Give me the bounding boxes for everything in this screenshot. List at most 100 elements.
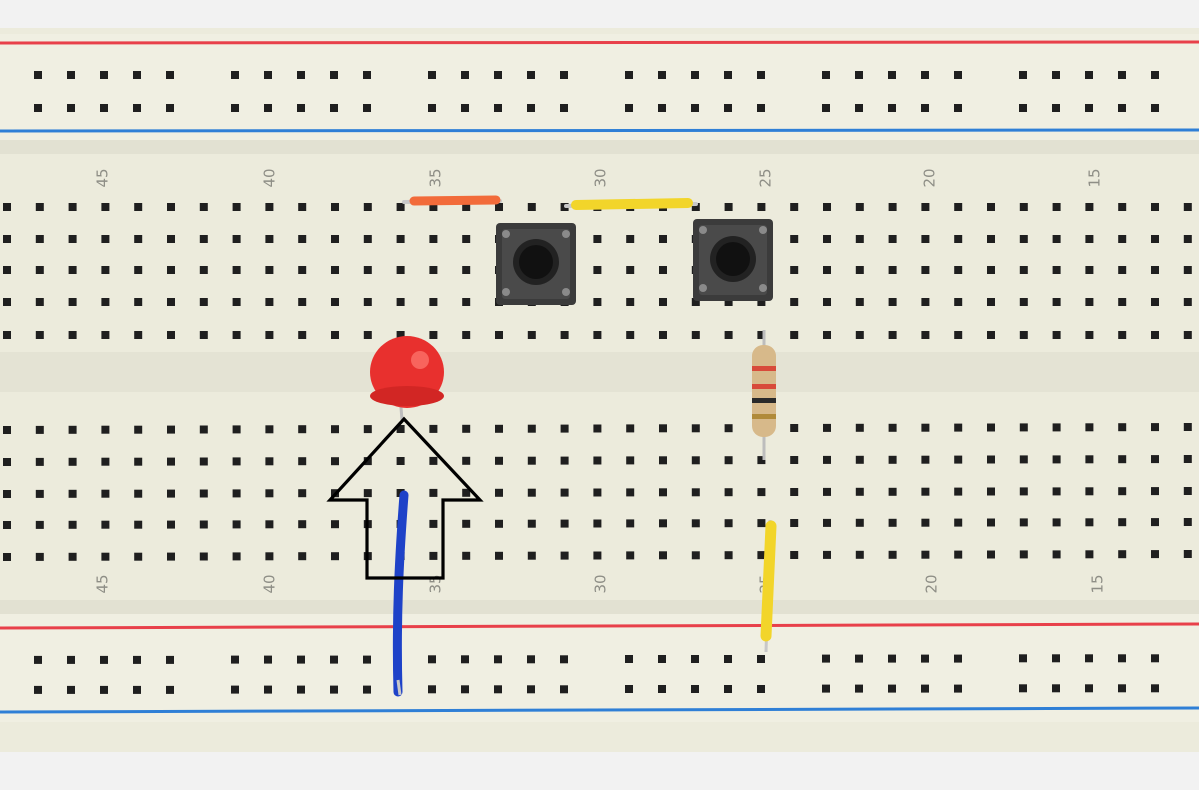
hole: [954, 104, 962, 112]
hole: [265, 203, 274, 211]
hole: [101, 203, 110, 211]
blue-jumper-wire: [392, 490, 409, 697]
hole: [626, 551, 635, 560]
hole: [35, 235, 44, 243]
hole: [331, 520, 339, 529]
hole: [462, 551, 471, 560]
hole: [34, 685, 42, 694]
hole: [921, 71, 929, 79]
hole: [822, 684, 830, 693]
hole: [35, 425, 44, 434]
hole: [101, 552, 110, 561]
hole: [757, 685, 765, 693]
hole: [757, 488, 766, 497]
hole: [691, 456, 700, 465]
hole: [134, 425, 143, 434]
hole: [428, 71, 436, 79]
hole: [396, 266, 405, 274]
hole: [724, 685, 732, 693]
hole: [461, 104, 469, 112]
hole: [823, 331, 831, 339]
hole: [134, 203, 143, 211]
hole: [954, 684, 962, 693]
hole: [658, 655, 666, 663]
hole: [495, 331, 503, 339]
hole: [35, 552, 44, 561]
hole: [199, 425, 208, 434]
hole: [855, 654, 863, 663]
hole: [1151, 487, 1159, 496]
hole: [527, 71, 535, 79]
hole: [888, 203, 897, 211]
hole: [363, 71, 371, 79]
hole: [67, 655, 75, 664]
hole: [921, 423, 930, 432]
hole: [166, 685, 174, 694]
hole: [298, 266, 307, 274]
hole: [396, 298, 405, 306]
hole: [494, 104, 502, 112]
hole: [855, 298, 864, 306]
hole: [166, 104, 174, 112]
hole: [921, 487, 930, 496]
hole: [35, 520, 44, 529]
hole: [1085, 455, 1094, 464]
hole: [1085, 423, 1094, 432]
hole: [659, 266, 667, 274]
hole: [626, 456, 635, 465]
hole: [429, 203, 438, 211]
hole: [429, 488, 438, 497]
hole: [199, 266, 208, 274]
hole: [461, 685, 469, 694]
hole: [987, 423, 995, 432]
column-label-bottom: 45: [94, 574, 112, 593]
hole: [954, 550, 963, 559]
hole: [921, 266, 930, 274]
hole: [1019, 550, 1028, 559]
hole: [231, 685, 239, 694]
hole: [921, 331, 930, 339]
hole: [265, 298, 274, 306]
hole: [199, 235, 208, 243]
hole: [790, 424, 799, 432]
hole: [1052, 684, 1060, 693]
hole: [691, 104, 699, 112]
hole: [101, 520, 110, 529]
hole: [429, 519, 438, 528]
hole: [790, 519, 799, 527]
hole: [1019, 518, 1028, 527]
hole: [35, 298, 44, 306]
hole: [1151, 266, 1159, 274]
hole: [527, 488, 536, 497]
hole: [954, 455, 963, 464]
hole: [35, 457, 44, 466]
hole: [757, 203, 766, 211]
hole: [855, 455, 864, 464]
hole: [363, 266, 372, 274]
hole: [888, 654, 896, 663]
hole: [527, 331, 536, 339]
hole: [527, 551, 536, 560]
hole: [1183, 331, 1192, 339]
hole: [625, 71, 633, 79]
hole: [298, 203, 307, 211]
hole: [1183, 235, 1192, 243]
hole: [232, 489, 241, 498]
hole: [1085, 684, 1093, 693]
hole: [167, 520, 175, 529]
column-label-top: 15: [1086, 168, 1104, 187]
hole: [264, 655, 272, 664]
hole: [691, 424, 700, 433]
hole: [1052, 550, 1061, 559]
hole: [462, 456, 471, 465]
hole: [1085, 550, 1094, 559]
hole: [134, 298, 143, 306]
hole: [823, 298, 831, 306]
hole: [231, 71, 239, 79]
hole: [34, 655, 42, 664]
hole: [363, 235, 372, 243]
hole: [462, 488, 471, 497]
hole: [888, 487, 897, 496]
hole: [167, 425, 175, 434]
hole: [1019, 654, 1027, 663]
